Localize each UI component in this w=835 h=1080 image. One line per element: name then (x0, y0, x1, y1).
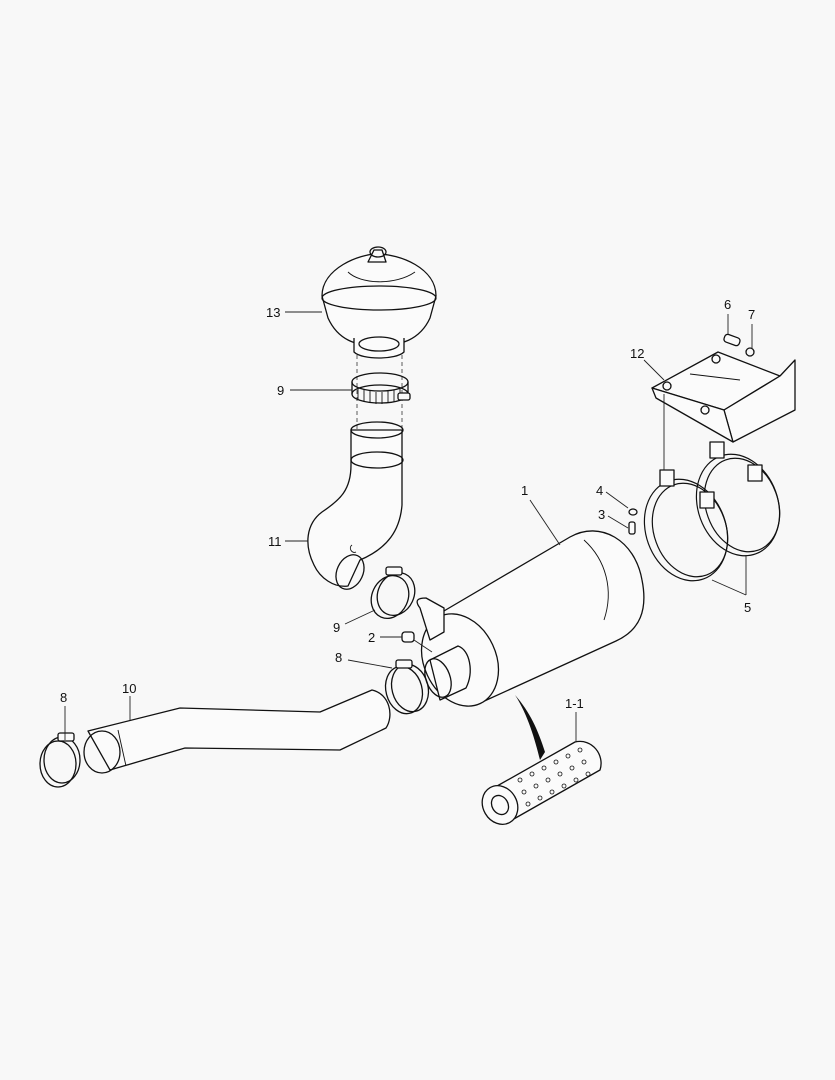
mounting-band-part (643, 441, 781, 582)
callout-7: 7 (748, 307, 755, 322)
callout-12: 12 (630, 346, 644, 361)
bolt-3-part (628, 521, 636, 535)
callout-1: 1 (521, 483, 528, 498)
callout-2: 2 (368, 630, 375, 645)
callout-labels: 13 9 11 9 2 8 8 10 1 1-1 12 6 7 4 3 5 (60, 297, 755, 711)
filter-element-part (481, 695, 602, 825)
intake-hose-part (83, 689, 391, 774)
callout-8-left: 8 (60, 690, 67, 705)
leader-lines (64, 311, 753, 742)
elbow-hose-part (307, 421, 404, 590)
air-cleaner-housing-part (416, 530, 645, 707)
callout-13: 13 (266, 305, 280, 320)
callout-1-1: 1-1 (565, 696, 584, 711)
callout-3: 3 (598, 507, 605, 522)
hose-clamp-upper-part (351, 372, 411, 404)
bolt-6-part (723, 333, 741, 347)
pre-cleaner-cap-part (321, 246, 437, 359)
callout-11: 11 (268, 534, 282, 549)
washer-4-part (628, 508, 638, 516)
callout-10: 10 (122, 681, 136, 696)
bracket-part (651, 351, 796, 443)
washer-7-part (745, 347, 755, 357)
callout-4: 4 (596, 483, 603, 498)
callout-9-upper: 9 (277, 383, 284, 398)
hose-clamp-lower-part (370, 566, 416, 619)
callout-9-lower: 9 (333, 620, 340, 635)
hose-clamp-left-part (39, 732, 81, 788)
hose-clamp-right-part (384, 659, 430, 715)
callout-8-right: 8 (335, 650, 342, 665)
callout-6: 6 (724, 297, 731, 312)
callout-5: 5 (744, 600, 751, 615)
